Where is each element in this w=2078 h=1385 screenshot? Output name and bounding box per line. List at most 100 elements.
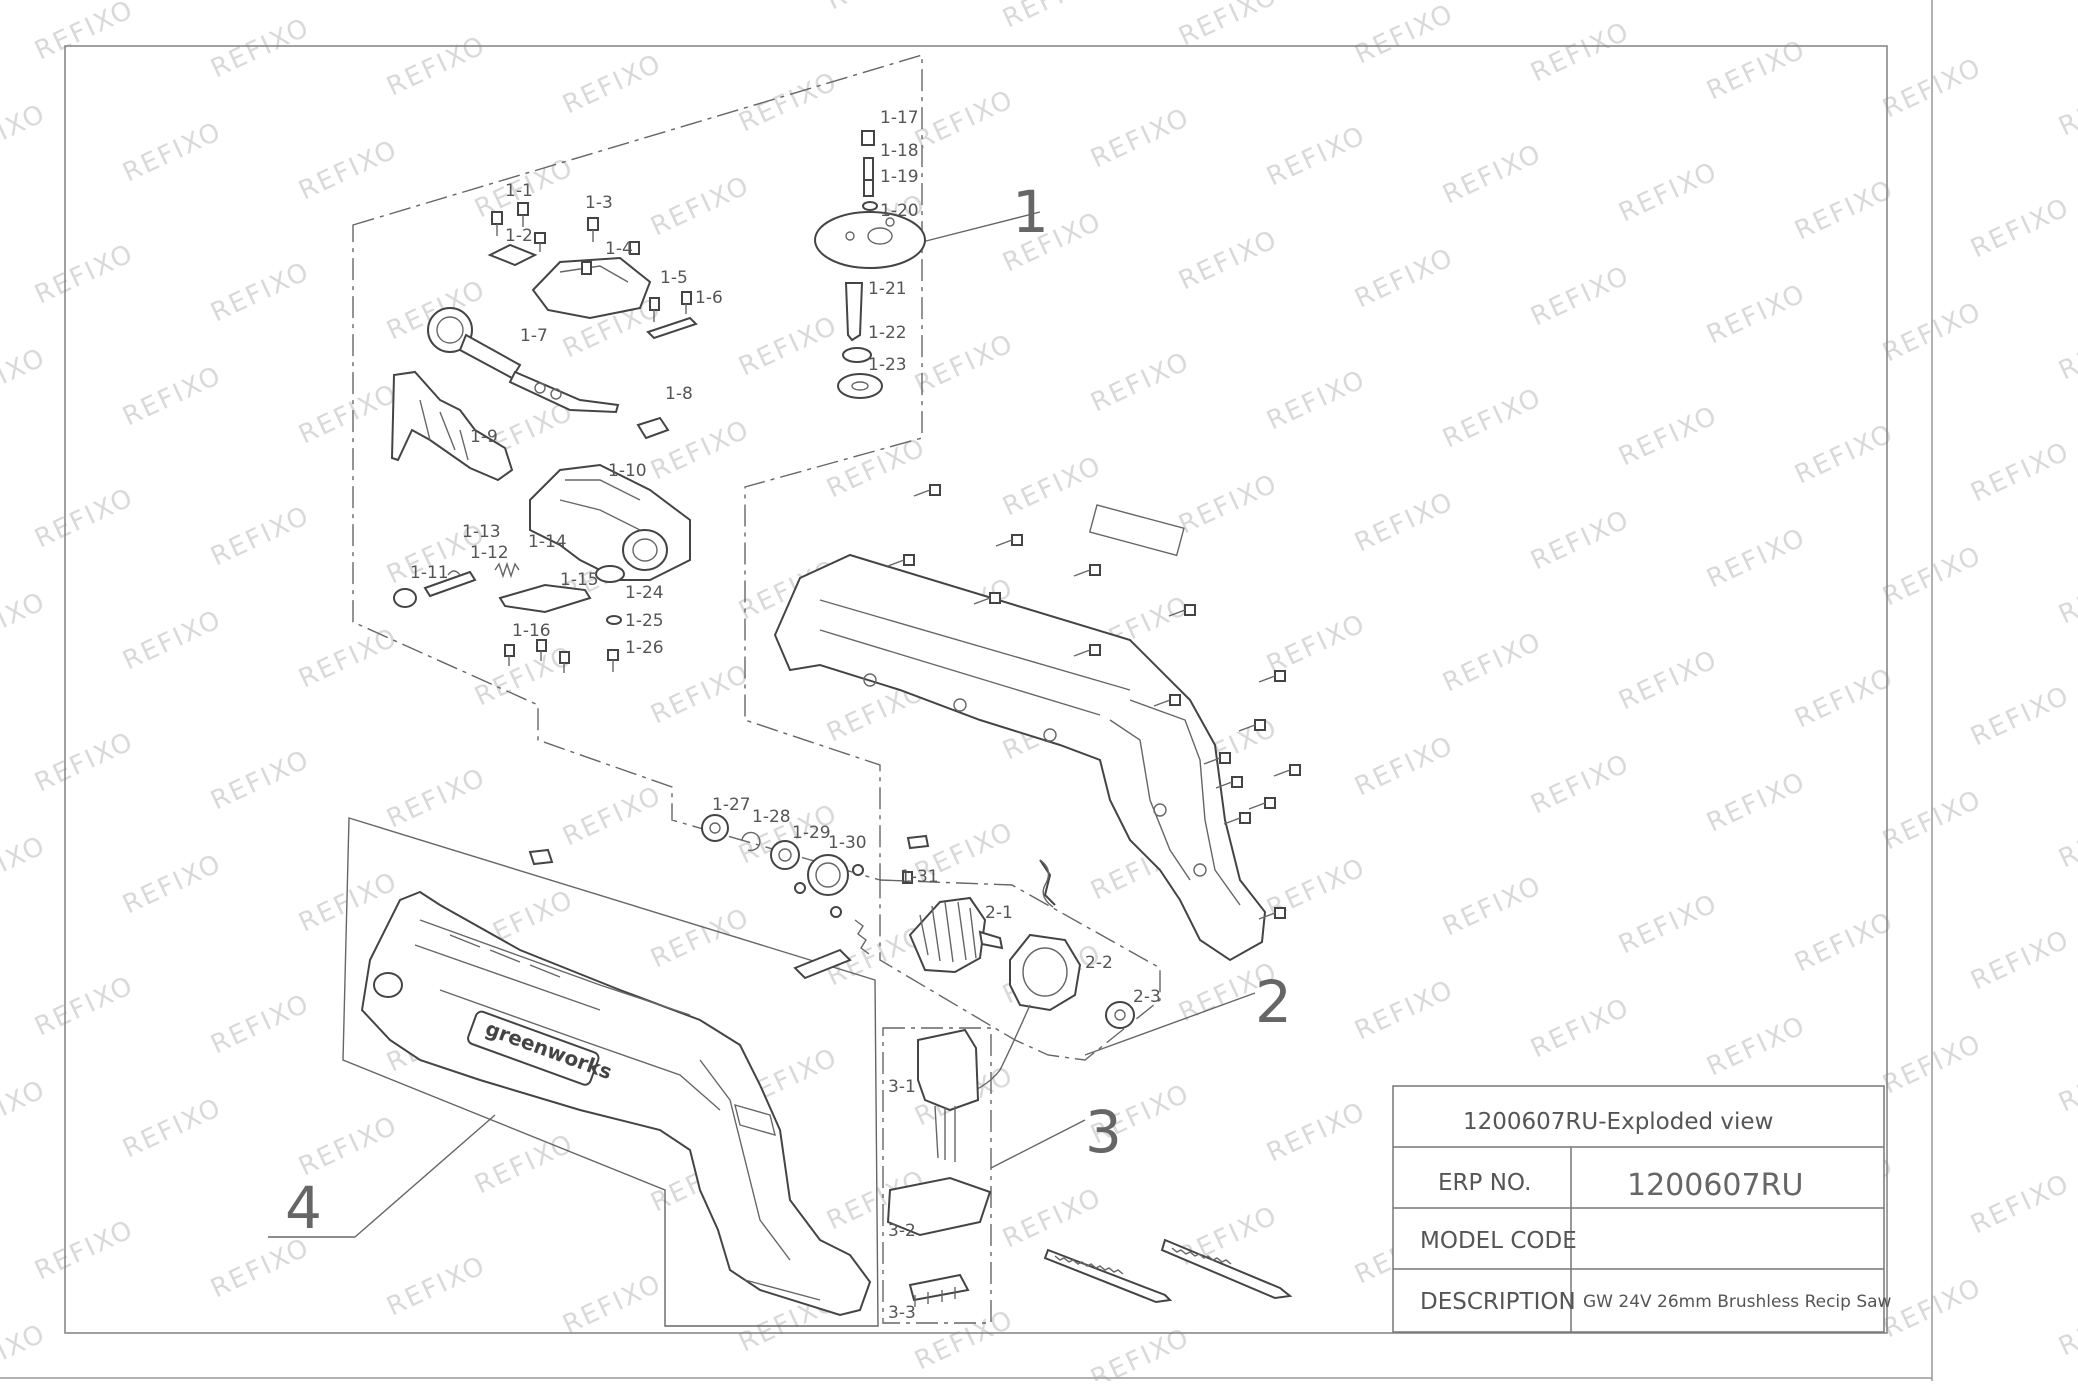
part-labels: 1-1 1-2 1-3 1-4 1-5 1-6 1-7 1-8 1-9 1-10…: [410, 108, 1161, 1323]
group-3-leader: [990, 1119, 1086, 1169]
watermark-text: REFIXO: [206, 12, 315, 84]
brand-badge: [467, 1010, 600, 1086]
watermark-text: REFIXO: [1702, 278, 1811, 350]
watermark-text: REFIXO: [30, 0, 139, 66]
contact-3-3: [908, 1273, 970, 1302]
watermark-text: REFIXO: [1526, 748, 1635, 820]
label-1-24: 1-24: [625, 583, 664, 603]
blade-clamp-knob: [427, 307, 473, 353]
watermark-text: REFIXO: [998, 450, 1107, 522]
screw-1-30c: [830, 906, 842, 918]
watermark-text: REFIXO: [1702, 522, 1811, 594]
group-3-boundary: [882, 1027, 992, 1324]
label-1-10: 1-10: [608, 461, 647, 481]
watermark-text: REFIXO: [2054, 1290, 2078, 1362]
housing-screw: [1168, 604, 1196, 617]
switch-3-1: [917, 1028, 980, 1112]
bearing-plate-1-30: [807, 854, 849, 896]
plate-1-15: [498, 583, 592, 614]
watermark-text: REFIXO: [1174, 468, 1283, 540]
watermark-text: REFIXO: [1790, 662, 1899, 734]
group-1-number: 1: [1012, 178, 1049, 246]
block-1-8: [636, 416, 670, 440]
title-block-model-label: MODEL CODE: [1420, 1228, 1577, 1254]
screw-1-30a: [794, 882, 806, 894]
label-1-6: 1-6: [695, 288, 723, 308]
screw-1-16: [504, 644, 515, 666]
gear-housing-bore: [622, 529, 668, 571]
watermark-text: REFIXO: [294, 1110, 403, 1182]
watermark-text: REFIXO: [558, 48, 667, 120]
complete-housing: [360, 890, 872, 1317]
housing-screws: [887, 484, 1301, 920]
screw-1-16c: [559, 651, 570, 673]
label-1-25: 1-25: [625, 611, 664, 631]
housing-screw: [973, 592, 1001, 605]
title-block: 1200607RU-Exploded view ERP NO. 1200607R…: [1392, 1085, 1892, 1333]
label-2-1: 2-1: [985, 903, 1013, 923]
watermark-text: REFIXO: [206, 500, 315, 572]
stator-bore: [1022, 947, 1068, 997]
watermark-text: REFIXO: [1966, 680, 2075, 752]
lever-1-6: [646, 316, 698, 340]
watermark-text: REFIXO: [734, 310, 843, 382]
watermark-text: REFIXO: [0, 830, 51, 902]
watermark-text: REFIXO: [0, 586, 51, 658]
label-3-3: 3-3: [888, 1303, 916, 1323]
watermark-text: REFIXO: [822, 432, 931, 504]
spring-1-14: [494, 561, 520, 579]
label-area: [1088, 504, 1185, 557]
label-1-19: 1-19: [880, 167, 919, 187]
label-1-11: 1-11: [410, 563, 449, 583]
housing-vents: [449, 934, 561, 978]
watermark-text: REFIXO: [1526, 16, 1635, 88]
spring-clip-left: [854, 919, 870, 955]
stator-2-2: [1009, 933, 1082, 1012]
title-block-description-label: DESCRIPTION: [1420, 1289, 1576, 1315]
watermark-text: REFIXO: [2054, 802, 2078, 874]
pin-1-18: [863, 157, 874, 181]
screw-1-3: [587, 217, 599, 242]
label-1-17: 1-17: [880, 108, 919, 128]
watermark-text: REFIXO: [118, 1092, 227, 1164]
switch-wires: [934, 1105, 956, 1162]
screw-1-1b: [517, 202, 529, 227]
title-block-erp-value: 1200607RU: [1627, 1168, 1803, 1203]
watermark-text: REFIXO: [1614, 400, 1723, 472]
washer-1-22: [842, 347, 872, 363]
watermark-text: REFIXO: [1350, 242, 1459, 314]
pin-1-12: [423, 570, 477, 598]
group-4-number: 4: [285, 1174, 322, 1242]
screw-1-4: [581, 261, 592, 275]
watermark-text: REFIXO: [0, 1074, 51, 1146]
bearing-2-3: [1105, 1001, 1135, 1029]
watermark-text: REFIXO: [1966, 192, 2075, 264]
lock-button: [734, 1103, 776, 1137]
watermark-text: REFIXO: [206, 744, 315, 816]
housing-screw: [1258, 670, 1286, 683]
label-1-3: 1-3: [585, 193, 613, 213]
watermark-text: REFIXO: [0, 98, 51, 170]
gear-cover-detail: [559, 265, 629, 283]
watermark-text: REFIXO: [1262, 608, 1371, 680]
watermark-text: REFIXO: [1966, 924, 2075, 996]
saw-blade-b-teeth: [1171, 1247, 1232, 1265]
watermark-text: REFIXO: [910, 328, 1019, 400]
clip-1-13: [447, 570, 461, 576]
pin-1-19: [863, 179, 874, 197]
blade-clamp-key: [508, 370, 620, 414]
watermark-text: REFIXO: [30, 726, 139, 798]
group-4-boundary: [342, 817, 879, 1327]
watermark-text: REFIXO: [1350, 486, 1459, 558]
watermark-text: REFIXO: [646, 170, 755, 242]
watermark-text: REFIXO: [1350, 974, 1459, 1046]
watermark-text: REFIXO: [734, 66, 843, 138]
watermark-text: REFIXO: [998, 1182, 1107, 1254]
label-1-8: 1-8: [665, 384, 693, 404]
label-1-9: 1-9: [470, 427, 498, 447]
watermark-text: REFIXO: [118, 848, 227, 920]
gear-cover-1-4: [531, 256, 652, 320]
shaft-1-21: [844, 282, 864, 342]
watermark-text: REFIXO: [294, 134, 403, 206]
housing-inner-ribs: [819, 599, 1241, 906]
